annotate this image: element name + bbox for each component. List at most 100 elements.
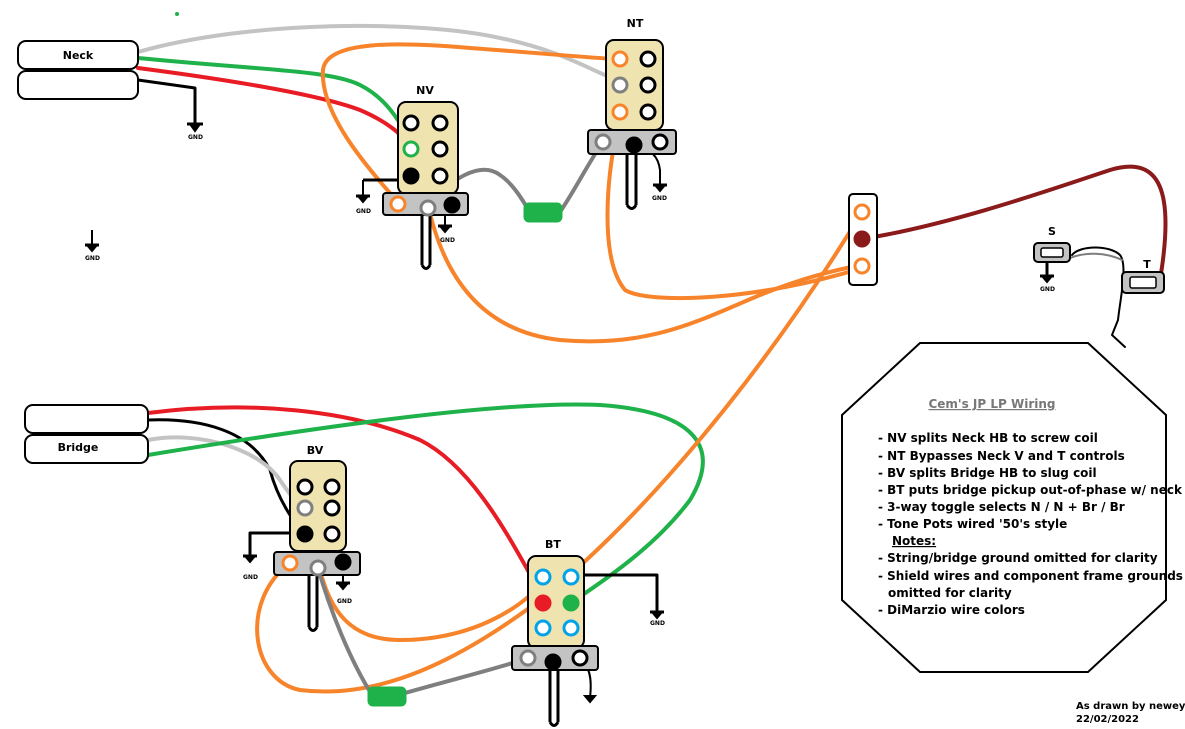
wire-neck-green [136, 56, 412, 147]
nv-lug [431, 140, 449, 158]
bridge-coil-1 [24, 404, 149, 434]
neck-pickup: Neck [17, 40, 139, 100]
toggle-lug [853, 203, 871, 221]
nv-lug [431, 167, 449, 185]
ground-icon [84, 230, 100, 253]
bv-lug [296, 525, 314, 543]
nv-lug [402, 167, 420, 185]
credit-line-2: 22/02/2022 [1076, 714, 1139, 725]
nt-shaft [625, 154, 638, 210]
bt-lug [534, 568, 552, 586]
bt-lug [562, 568, 580, 586]
neck-label: Neck [63, 49, 94, 62]
nv-shaft [420, 215, 432, 270]
ground-icon [649, 610, 665, 620]
nv-pot-lug [419, 199, 437, 217]
bv-pot-lug [334, 553, 352, 571]
bv-lug [323, 499, 341, 517]
info-title: Cem's JP LP Wiring [928, 397, 1055, 411]
bv-lug [323, 525, 341, 543]
toggle-lug [853, 257, 871, 275]
ground-icon [335, 570, 351, 591]
wire-nv-orange-nt [320, 42, 619, 204]
wire-neck-gray [136, 23, 619, 82]
info-notes-heading: Notes: [892, 534, 936, 548]
neck-coil-2 [17, 70, 139, 100]
wire-jack-loop-2 [1069, 252, 1123, 261]
wire-bv-gray-cap [316, 566, 374, 697]
info-line: - 3-way toggle selects N / N + Br / Br [878, 500, 1125, 514]
bv-pot-lug [309, 559, 327, 577]
bv-lug [323, 478, 341, 496]
wire-bv-ground [248, 531, 307, 557]
nt-lug [639, 103, 657, 121]
nt-lug [611, 103, 629, 121]
stray-dot [175, 12, 179, 16]
jack-s-label: S [1048, 225, 1056, 238]
bt-lug [534, 619, 552, 637]
bt-lug [562, 594, 580, 612]
gnd-label: GND [85, 255, 100, 262]
neck-coil-1 [17, 40, 139, 70]
bv-lug [296, 478, 314, 496]
nv-push-pull-pot: NV [382, 84, 469, 270]
gnd-label: GND [188, 134, 203, 141]
info-line: - NT Bypasses Neck V and T controls [878, 449, 1125, 463]
wire-neck-ground [136, 78, 197, 125]
wire-jack-loop [1071, 246, 1126, 348]
nv-pot-lug [443, 196, 461, 214]
bv-lug [296, 499, 314, 517]
info-panel: Cem's JP LP Wiring - NV splits Neck HB t… [841, 342, 1183, 673]
nv-label: NV [416, 84, 434, 97]
gnd-label: GND [356, 208, 371, 215]
nt-lug [611, 76, 629, 94]
nt-pot-lug [651, 133, 669, 151]
wire-bridge-green [146, 402, 705, 602]
wire-bv-orange-toggle [255, 210, 864, 694]
info-line: - NV splits Neck HB to screw coil [878, 431, 1098, 445]
bt-pot-lug [571, 649, 589, 667]
info-line: - DiMarzio wire colors [878, 603, 1025, 617]
nt-lug [611, 50, 629, 68]
ground-icon [355, 178, 400, 204]
info-hexagon [841, 342, 1167, 673]
bt-lug [562, 619, 580, 637]
wire-toggle-dark-red [860, 164, 1168, 282]
bt-pot-lug [544, 653, 562, 671]
jack-tip-lug-inner [1129, 276, 1157, 289]
gnd-label: GND [652, 195, 667, 202]
bt-pot-lug [519, 649, 537, 667]
nt-lug [639, 50, 657, 68]
bv-pot-lug [281, 554, 299, 572]
nv-lug [402, 140, 420, 158]
info-line: omitted for clarity [888, 586, 1012, 600]
gnd-label: GND [650, 620, 665, 627]
credit-line-1: As drawn by newey [1076, 701, 1185, 712]
ground-icon [187, 122, 203, 133]
nt-label: NT [627, 17, 644, 30]
gnd-label: GND [337, 598, 352, 605]
info-line: - Shield wires and component frame groun… [878, 569, 1183, 583]
nt-push-pull-pot: NT [587, 17, 677, 210]
nv-lug [431, 114, 449, 132]
bv-shaft [307, 575, 319, 632]
info-line: - BT puts bridge pickup out-of-phase w/ … [878, 483, 1183, 497]
bridge-label: Bridge [58, 441, 99, 454]
nt-pot-lug [594, 133, 612, 151]
gnd-label: GND [1040, 286, 1055, 293]
bridge-tone-capacitor [367, 686, 407, 707]
nt-lug [639, 76, 657, 94]
info-line: - String/bridge ground omitted for clari… [878, 551, 1158, 565]
wire-bt-ground [570, 573, 659, 614]
ground-icon [1039, 274, 1055, 284]
gnd-label: GND [243, 574, 258, 581]
wire-neck-red [136, 66, 412, 147]
bt-shaft [548, 670, 560, 727]
wire-cap-bt-gray [403, 656, 530, 695]
ground-icon [242, 554, 258, 564]
wire-nt-orange-toggle [605, 114, 864, 301]
bv-label: BV [307, 444, 324, 457]
solder-lugs [281, 50, 871, 671]
jack-t-label: T [1143, 258, 1151, 271]
